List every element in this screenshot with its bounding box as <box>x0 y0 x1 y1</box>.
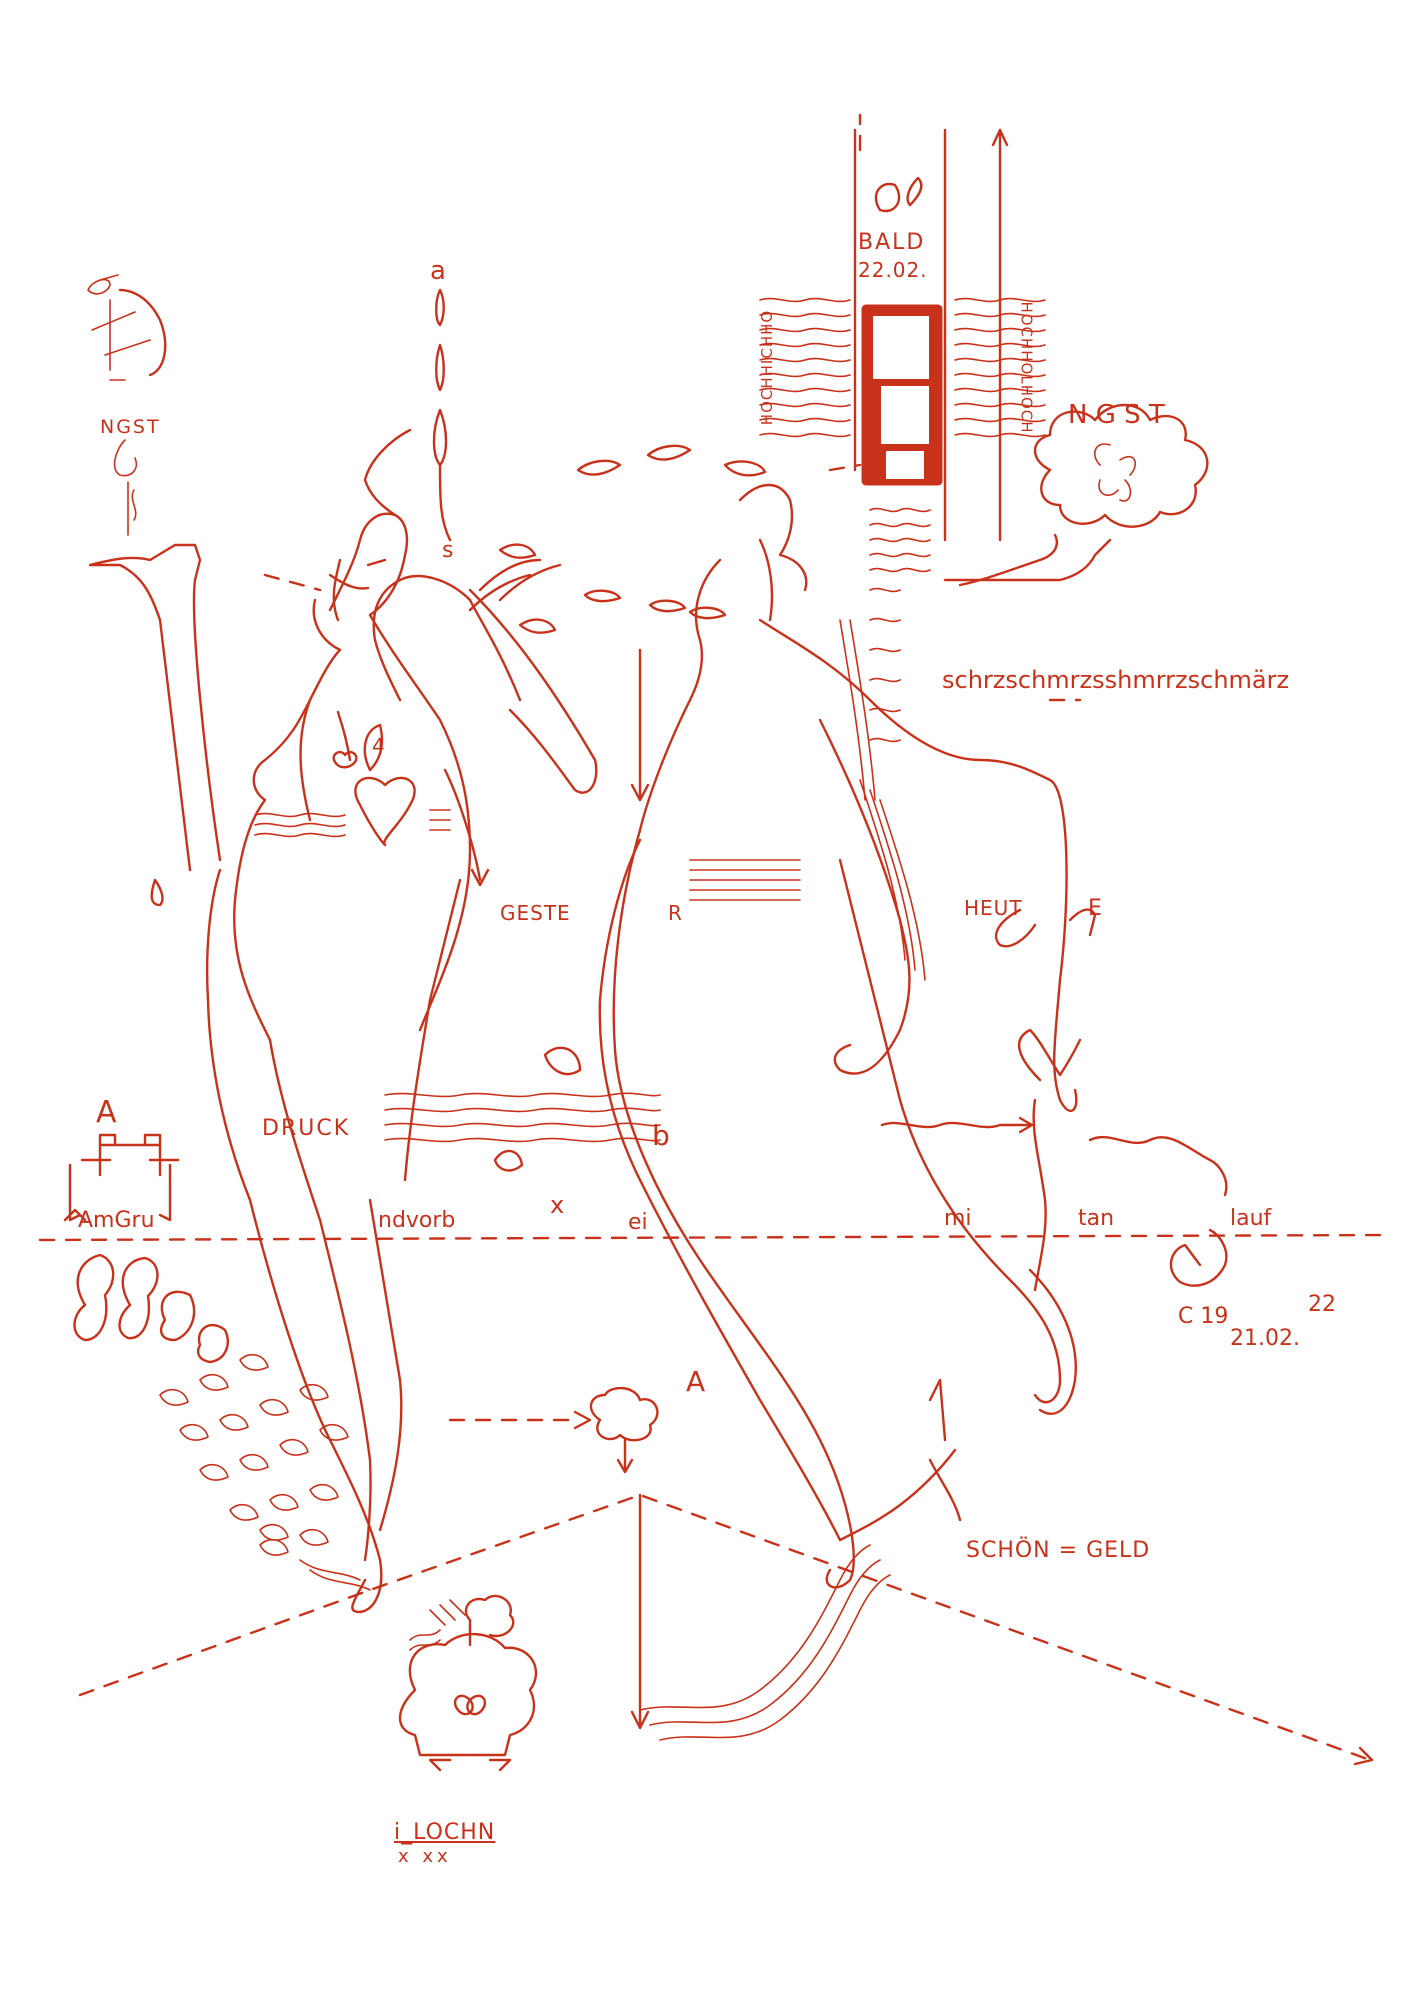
label-number-4: 4 <box>372 734 385 758</box>
heart-organ <box>254 710 490 887</box>
label-date-bottom: 21.02. <box>1230 1326 1300 1351</box>
wave-bands <box>384 859 1228 1197</box>
label-i-loch: i_LOCHN <box>394 1820 496 1845</box>
label-heut: HEUT <box>964 896 1023 920</box>
tower <box>759 128 1059 743</box>
label-hochhich-right: HOCHHOLHOCH <box>1017 301 1036 434</box>
wave-rope <box>639 1378 962 1741</box>
label-tan: tan <box>1078 1206 1115 1231</box>
leaves <box>363 288 767 802</box>
label-letter-e: E <box>1088 896 1102 921</box>
left-figure <box>87 274 472 1614</box>
label-big-a-left: A <box>96 1095 117 1130</box>
right-hand <box>994 908 1228 1292</box>
center-cloud-a <box>448 1386 659 1474</box>
ground-lines <box>38 1233 1387 1766</box>
label-x-marks: x xx <box>398 1846 452 1867</box>
label-letter-r: R <box>668 901 682 925</box>
skull <box>398 1594 537 1772</box>
label-ngst-left: NGST <box>100 416 161 438</box>
label-date-top: 22.02. <box>858 258 928 282</box>
label-geste: GESTE <box>500 901 571 925</box>
label-22: 22 <box>1308 1292 1336 1317</box>
label-letter-s: s <box>442 538 454 563</box>
label-x: x <box>550 1191 565 1219</box>
label-bald: BALD <box>858 230 926 255</box>
label-c19: C 19 <box>1178 1304 1229 1329</box>
label-letter-b: b <box>652 1119 670 1152</box>
label-schoen-geld: SCHÖN = GELD <box>966 1538 1151 1563</box>
label-big-a-center: A <box>686 1365 706 1398</box>
right-figure <box>598 483 1078 1589</box>
label-hochhich-left: HOCHHICHHO <box>758 309 777 426</box>
label-druck: DRUCK <box>262 1116 351 1141</box>
label-schmerz: schrzschmrzsshmrrzschmärz <box>942 666 1290 694</box>
label-lauf: lauf <box>1230 1206 1272 1231</box>
label-amgru: AmGru <box>78 1208 155 1233</box>
label-ngst-right: N G S T <box>1068 400 1165 430</box>
cloud-right <box>943 403 1209 582</box>
label-mi: mi <box>944 1206 972 1231</box>
label-letter-a-top: a <box>430 256 446 286</box>
label-ndvorb: ndvorb <box>378 1208 456 1233</box>
label-ei: ei <box>628 1210 648 1235</box>
dot-trails <box>263 113 1082 702</box>
left-bottom-cluster <box>63 1133 371 1591</box>
